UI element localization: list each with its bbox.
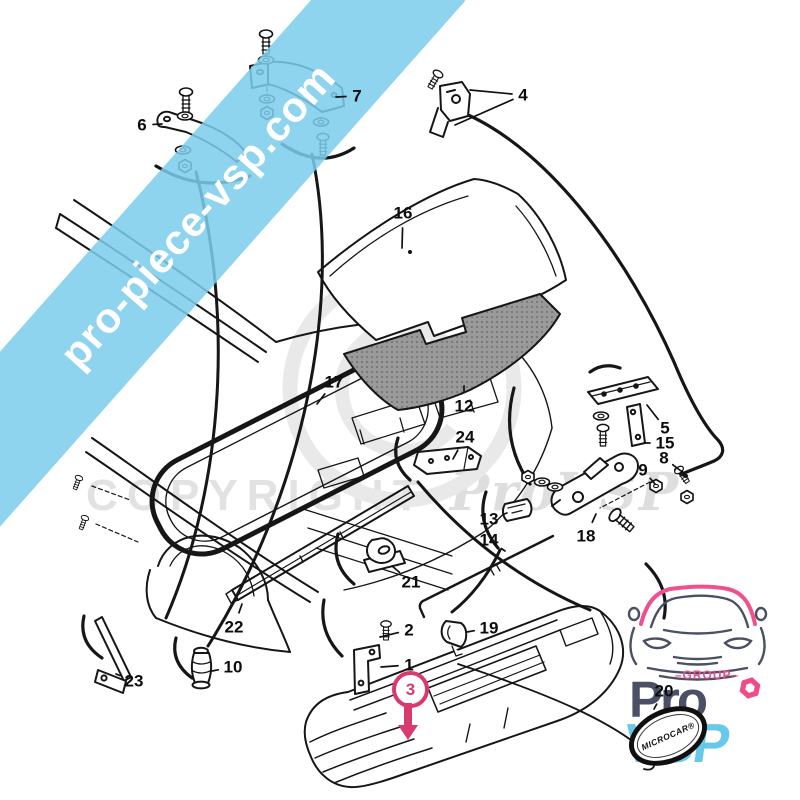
clamp-21 [363,537,406,573]
stay-bracket-23 [94,616,132,694]
striker-plate-5 [587,376,659,405]
hex-nut-icon [739,677,761,699]
cable-clip-13 [501,498,533,522]
flat-bracket-24 [413,446,482,475]
rail-part [225,485,415,604]
alignment-dashes [91,79,651,543]
bracket-1 [353,644,381,695]
logo-group-label: –GROUP– [674,668,740,682]
strap-bracket-15 [626,403,646,447]
insulation-pad [343,293,561,411]
link-rod-14 [418,534,555,619]
highlight-arrow [404,703,412,726]
logo-car-roof [639,584,757,626]
rod-clip-19 [440,620,468,657]
highlight-arrowhead-icon [398,725,418,740]
highlighted-part-number: 3 [405,679,416,699]
latch-catch-4 [429,81,471,138]
hood-lock-18 [550,452,639,516]
logo-car-sketch [627,584,768,681]
microcar-badge-text: MICROCAR® [639,719,697,753]
rubber-stop-10 [190,646,213,690]
